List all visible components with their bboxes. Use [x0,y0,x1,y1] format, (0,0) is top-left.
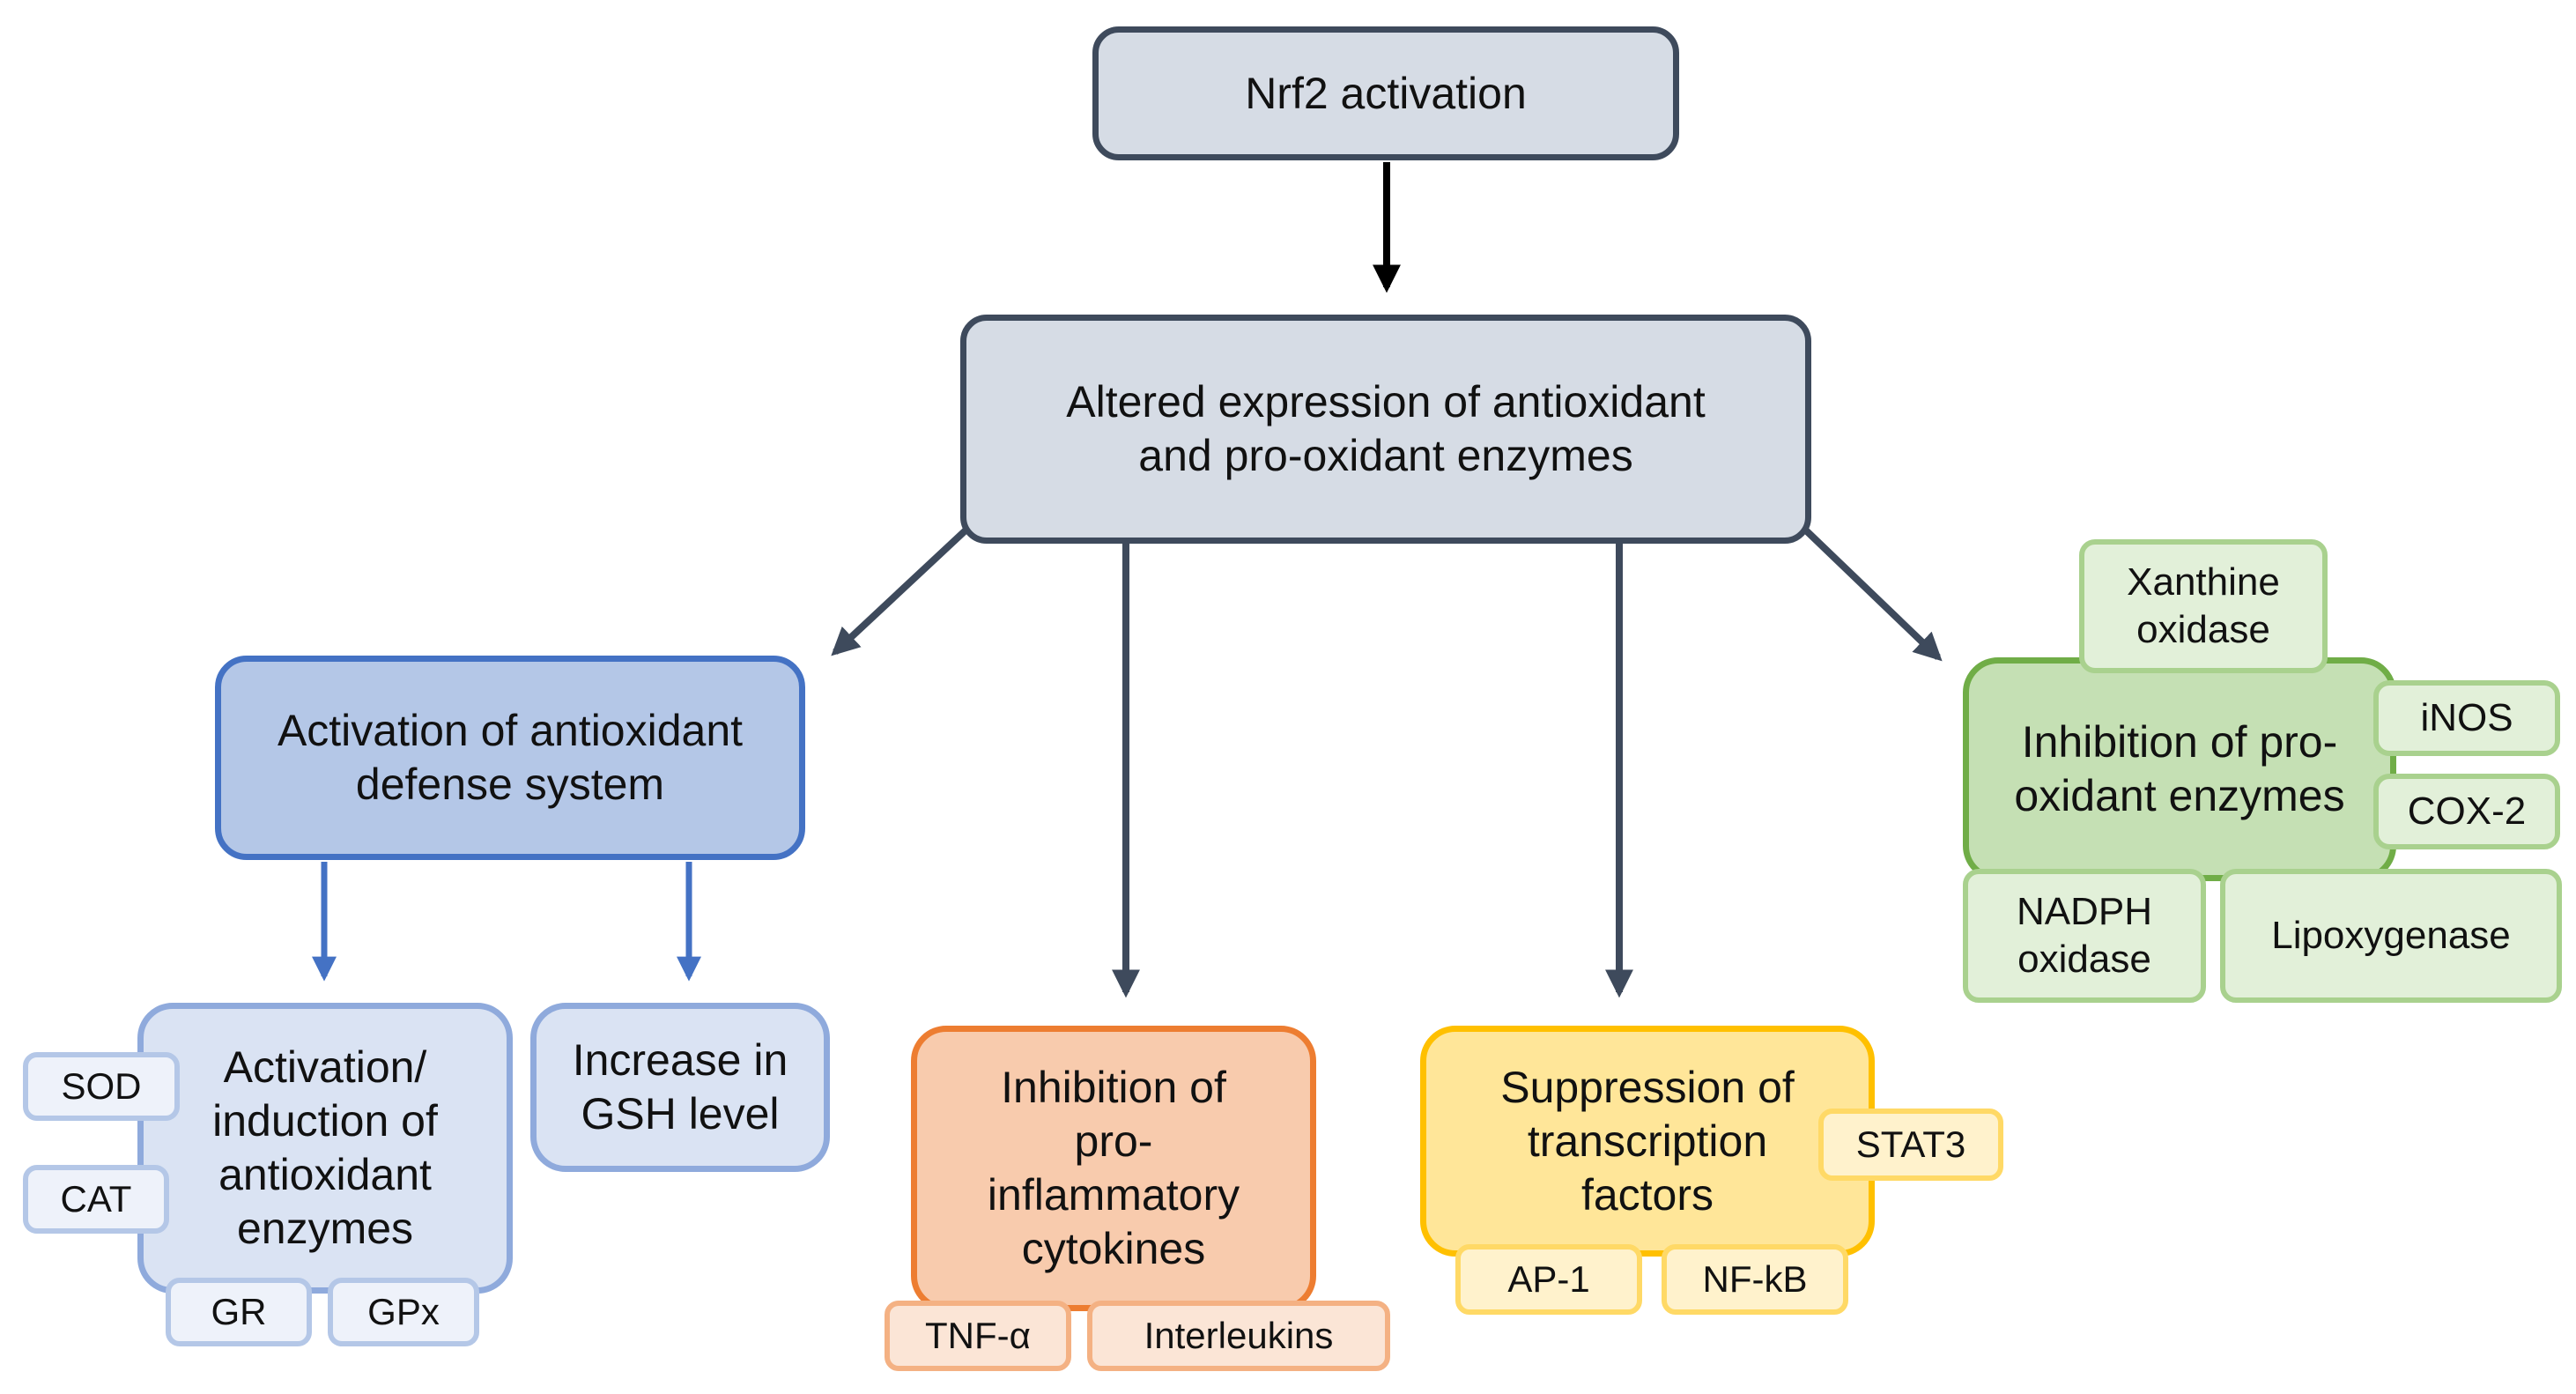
tag-cat: CAT [23,1165,169,1234]
gsh-level-label: Increase in GSH level [572,1035,788,1138]
tag-gr: GR [166,1278,312,1346]
transcription-factors-box: Suppression of transcription factors [1420,1026,1875,1257]
nrf2-activation-label: Nrf2 activation [1245,68,1527,118]
altered-expression-label: Altered expression of antioxidant and pr… [1066,377,1706,480]
antioxidant-enzymes-box: Activation/ induction of antioxidant enz… [137,1003,513,1294]
nrf2-activation-box: Nrf2 activation [1092,26,1679,160]
cytokines-box: Inhibition of pro- inflammatory cytokine… [911,1026,1316,1311]
altered-expression-box: Altered expression of antioxidant and pr… [960,315,1811,544]
prooxidant-enzymes-box: Inhibition of pro- oxidant enzymes [1963,657,2396,881]
tag-lipoxygenase: Lipoxygenase [2220,869,2562,1003]
arrow-center-to-prooxidant [1803,528,1943,662]
antioxidant-defense-label: Activation of antioxidant defense system [277,706,744,809]
prooxidant-enzymes-label: Inhibition of pro- oxidant enzymes [2014,717,2345,820]
tag-xanthine-oxidase: Xanthine oxidase [2079,539,2328,673]
tag-interleukins: Interleukins [1087,1301,1390,1371]
tag-nadph-oxidase: NADPH oxidase [1963,869,2206,1003]
tag-ap1: AP-1 [1455,1244,1642,1315]
transcription-factors-label: Suppression of transcription factors [1500,1062,1795,1220]
tag-stat3: STAT3 [1818,1109,2003,1181]
antioxidant-enzymes-label: Activation/ induction of antioxidant enz… [212,1042,438,1253]
tag-sod: SOD [23,1052,180,1121]
tag-cox2: COX-2 [2373,774,2560,849]
tag-inos: iNOS [2373,680,2560,756]
tag-nfkb: NF-kB [1662,1244,1848,1315]
cytokines-label: Inhibition of pro- inflammatory cytokine… [987,1063,1240,1273]
tag-gpx: GPx [328,1278,479,1346]
antioxidant-defense-box: Activation of antioxidant defense system [215,656,805,860]
arrow-center-to-antioxidant [831,526,970,656]
tag-tnf-alpha: TNF-α [885,1301,1071,1371]
gsh-level-box: Increase in GSH level [530,1003,830,1172]
